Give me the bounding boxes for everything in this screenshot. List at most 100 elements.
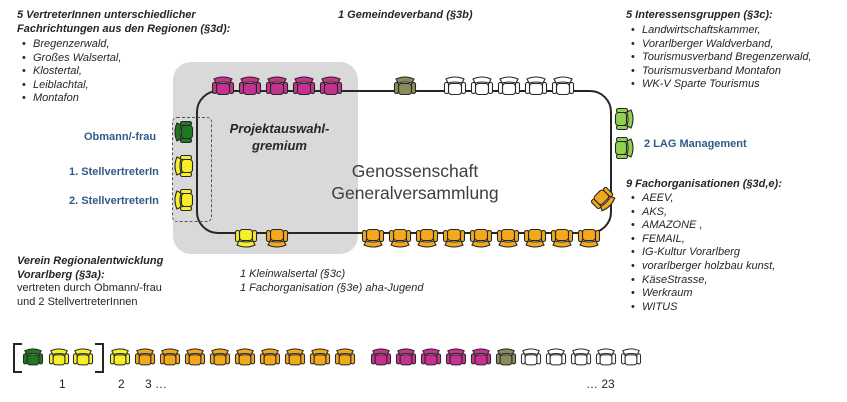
- regions-block: 5 VertreterInnen unterschiedlicher Fachr…: [17, 8, 230, 106]
- legend-chair-white: [595, 348, 617, 366]
- genossenschaft-line2: Generalversammlung: [331, 183, 499, 203]
- lag-management-label: 2 LAG Management: [644, 138, 747, 150]
- chair-magenta: [319, 76, 343, 96]
- legend-chair-magenta: [445, 348, 467, 366]
- role-stellvertreter-1: 1. StellvertreterIn: [69, 166, 159, 178]
- fachorganisationen-block: 9 Fachorganisationen (§3d,e): AEEV, AKS,…: [626, 177, 782, 314]
- legend-chair-white: [520, 348, 542, 366]
- genossenschaft-label: Genossenschaft Generalversammlung: [300, 160, 530, 204]
- chair-yellow: [234, 228, 258, 248]
- chair-yellow-stv2: [174, 188, 194, 212]
- interest-groups-block: 5 Interessensgruppen (§3c): Landwirtscha…: [626, 8, 812, 92]
- legend-chair-orange: [209, 348, 231, 366]
- chair-olive: [393, 76, 417, 96]
- interest-group-item: Vorarlberger Waldverband,: [631, 38, 812, 52]
- role-obmann: Obmann/-frau: [84, 131, 157, 143]
- interest-group-item: Tourismusverband Montafon: [631, 65, 812, 79]
- legend-chair-orange: [334, 348, 356, 366]
- chair-green-obmann: [174, 120, 194, 144]
- verein-heading-line2: Vorarlberg (§3a):: [17, 269, 105, 281]
- gemeindeverband-heading: 1 Gemeindeverband (§3b): [338, 9, 473, 21]
- legend-chair-white: [620, 348, 642, 366]
- chair-white: [551, 76, 575, 96]
- board-group-box: [172, 117, 212, 222]
- fachorg-item: WITUS: [631, 301, 782, 315]
- verein-block: Verein Regionalentwicklung Vorarlberg (§…: [17, 254, 163, 309]
- interest-group-item: WK-V Sparte Tourismus: [631, 78, 812, 92]
- legend-chair-white: [570, 348, 592, 366]
- chair-orange: [550, 228, 574, 248]
- aha-jugend-line: 1 Fachorganisation (§3e) aha-Jugend: [240, 281, 424, 294]
- region-item: Bregenzerwald,: [22, 38, 230, 52]
- legend-chair-yellow: [72, 348, 94, 366]
- chair-white: [443, 76, 467, 96]
- chair-magenta: [292, 76, 316, 96]
- region-item: Großes Walsertal,: [22, 52, 230, 66]
- projektauswahl-label: Projektauswahl- gremium: [212, 120, 347, 154]
- fachorg-item: AEEV,: [631, 192, 782, 206]
- legend-number-2: 2: [118, 377, 125, 391]
- chair-yellow-stv1: [174, 154, 194, 178]
- fachorg-item: vorarlberger holzbau kunst,: [631, 260, 782, 274]
- fachorg-item: KäseStrasse,: [631, 274, 782, 288]
- chair-orange: [442, 228, 466, 248]
- genossenschaft-line1: Genossenschaft: [351, 161, 479, 181]
- chair-white: [524, 76, 548, 96]
- interest-group-item: Landwirtschaftskammer,: [631, 24, 812, 38]
- chair-lightgreen-lag: [614, 136, 634, 160]
- legend-chair-orange: [309, 348, 331, 366]
- fachorg-item: AKS,: [631, 206, 782, 220]
- legend-chair-magenta: [395, 348, 417, 366]
- legend-number-23: … 23: [586, 377, 615, 391]
- chair-orange: [496, 228, 520, 248]
- legend-chair-orange: [259, 348, 281, 366]
- legend-chair-green: [22, 348, 44, 366]
- fachorg-item: IG-Kultur Vorarlberg: [631, 246, 782, 260]
- bottom-center-block: 1 Kleinwalsertal (§3c) 1 Fachorganisatio…: [240, 268, 423, 295]
- legend-number-3: 3 …: [145, 377, 168, 391]
- legend-chair-yellow: [48, 348, 70, 366]
- chair-orange: [469, 228, 493, 248]
- chair-orange: [361, 228, 385, 248]
- role-stellvertreter-2: 2. StellvertreterIn: [69, 195, 159, 207]
- legend-bracket-left: [13, 343, 22, 373]
- fachorg-item: AMAZONE ,: [631, 219, 782, 233]
- region-item: Klostertal,: [22, 65, 230, 79]
- chair-magenta: [265, 76, 289, 96]
- chair-white: [470, 76, 494, 96]
- legend-chair-olive: [495, 348, 517, 366]
- legend-chair-orange: [234, 348, 256, 366]
- kleinwalsertal-line: 1 Kleinwalsertal (§3c): [240, 268, 346, 280]
- chair-lightgreen-lag: [614, 107, 634, 131]
- legend-chair-white: [545, 348, 567, 366]
- legend-chair-magenta: [470, 348, 492, 366]
- verein-text-line1: vertreten durch Obmann/-frau: [17, 282, 162, 294]
- legend-bracket-right: [95, 343, 104, 373]
- legend-chair-orange: [159, 348, 181, 366]
- legend-chair-orange: [284, 348, 306, 366]
- interest-group-item: Tourismusverband Bregenzerwald,: [631, 51, 812, 65]
- chair-magenta: [211, 76, 235, 96]
- legend-chair-magenta: [370, 348, 392, 366]
- fachorg-item: Werkraum: [631, 287, 782, 301]
- regions-heading-line1: 5 VertreterInnen unterschiedlicher: [17, 9, 196, 21]
- verein-heading-line1: Verein Regionalentwicklung: [17, 255, 164, 267]
- chair-orange: [388, 228, 412, 248]
- chair-orange: [265, 228, 289, 248]
- chair-orange: [415, 228, 439, 248]
- legend-chair-magenta: [420, 348, 442, 366]
- chair-magenta: [238, 76, 262, 96]
- chair-orange-corner: [589, 185, 618, 214]
- chair-orange: [523, 228, 547, 248]
- verein-text-line2: und 2 StellvertreterInnen: [17, 295, 138, 308]
- chair-orange: [577, 228, 601, 248]
- regions-heading-line2: Fachrichtungen aus den Regionen (§3d):: [17, 23, 231, 35]
- legend-chair-orange: [134, 348, 156, 366]
- legend-chair-yellow: [109, 348, 131, 366]
- chair-white: [497, 76, 521, 96]
- projektauswahl-line2: gremium: [252, 138, 307, 153]
- region-item: Leiblachtal,: [22, 79, 230, 93]
- legend-chair-orange: [184, 348, 206, 366]
- fachorg-item: FEMAIL,: [631, 233, 782, 247]
